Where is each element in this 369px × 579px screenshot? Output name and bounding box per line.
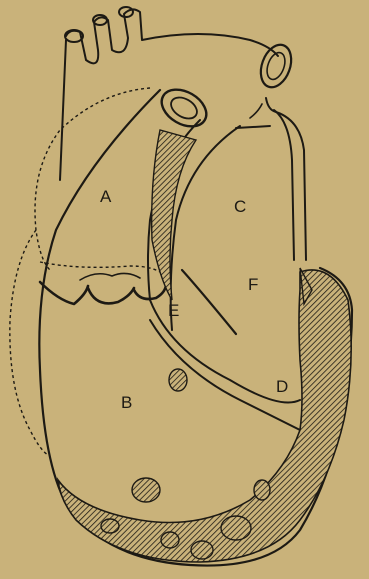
label-b: B <box>121 394 132 411</box>
pulmonary-vessel <box>255 41 306 260</box>
label-a: A <box>100 188 111 205</box>
label-e: E <box>168 302 179 319</box>
dashed-outline <box>10 88 160 455</box>
aorta-ring <box>155 82 213 134</box>
label-c: C <box>234 198 246 215</box>
label-d: D <box>276 378 288 395</box>
valve-cusps <box>40 270 236 334</box>
label-f: F <box>248 276 258 293</box>
